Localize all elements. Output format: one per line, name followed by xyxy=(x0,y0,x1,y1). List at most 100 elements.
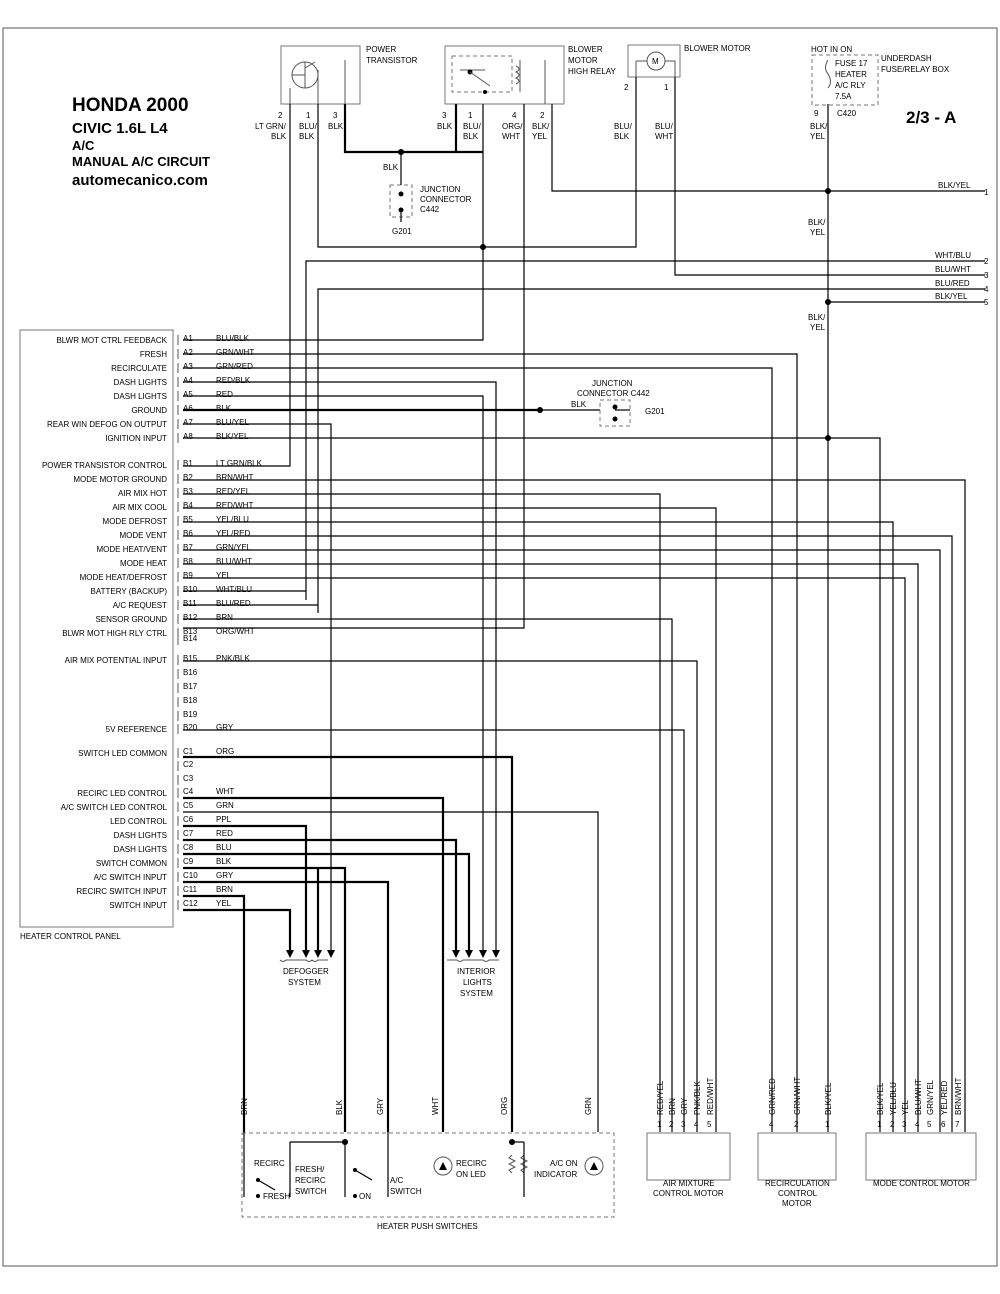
panel-pin-label: FRESH xyxy=(140,350,167,359)
motor-pin-number: 1 xyxy=(877,1120,882,1129)
pt-pin-1: 1 xyxy=(306,111,311,120)
pt-wire-2b: BLK xyxy=(271,132,287,141)
panel-pin-id: C5 xyxy=(183,801,194,810)
motor-pin-number: 1 xyxy=(825,1120,830,1129)
panel-pin-id: B12 xyxy=(183,613,198,622)
motor-pin-number: 2 xyxy=(890,1120,895,1129)
title-system: A/C xyxy=(72,138,95,153)
push-switch-wire-label: BLK xyxy=(335,1099,344,1115)
hr-pin-1: 1 xyxy=(468,111,473,120)
panel-pin-id: B3 xyxy=(183,487,193,496)
heater-push-switches: HEATER PUSH SWITCHES RECIRC FRESH FRESH/… xyxy=(241,1132,615,1231)
motor-wire-label: BLK/YEL xyxy=(876,1082,885,1115)
bm-wire-1b: WHT xyxy=(655,132,673,141)
panel-pin-label: REAR WIN DEFOG ON OUTPUT xyxy=(47,420,167,429)
panel-pin-label: AIR MIX HOT xyxy=(118,489,167,498)
arrowheads xyxy=(286,950,500,958)
ac-switch-label2: SWITCH xyxy=(390,1187,422,1196)
junction-mid-ground: G201 xyxy=(645,407,665,416)
panel-pin-label: SWITCH COMMON xyxy=(96,859,167,868)
bm-wire-1a: BLU/ xyxy=(655,122,674,131)
panel-pin-wire: PNK/BLK xyxy=(216,654,250,663)
panel-pin-wire: YEL/BLU xyxy=(216,515,249,524)
panel-pin-wire: YEL xyxy=(216,571,232,580)
panel-pin-wire: RED/WHT xyxy=(216,501,253,510)
junction-mid-label2: CONNECTOR C442 xyxy=(577,389,650,398)
motor-pin-number: 4 xyxy=(915,1120,920,1129)
panel-pin-label: POWER TRANSISTOR CONTROL xyxy=(42,461,168,470)
bm-pin-2: 2 xyxy=(624,83,629,92)
motor-wire-label: BRN/WHT xyxy=(954,1078,963,1115)
motor-wire-label: YEL xyxy=(901,1099,910,1115)
panel-pin-id: A4 xyxy=(183,376,193,385)
right-lead-2-label: WHT/BLU xyxy=(935,251,971,260)
bm-wire-2a: BLU/ xyxy=(614,122,633,131)
motor-wire-label: BLU/WHT xyxy=(914,1079,923,1115)
panel-pin-wire: RED/YEL xyxy=(216,487,251,496)
pt-wire-1a: BLU/ xyxy=(299,122,318,131)
push-switch-wire-label: GRN xyxy=(584,1097,593,1115)
air-mix-motor-label1: AIR MIXTURE xyxy=(663,1179,715,1188)
motor-pin-number: 2 xyxy=(794,1120,799,1129)
panel-pin-id: C2 xyxy=(183,760,194,769)
panel-pin-id: A3 xyxy=(183,362,193,371)
fresh-recirc-1: FRESH/ xyxy=(295,1165,325,1174)
panel-pin-id: B4 xyxy=(183,501,193,510)
mode-control-motor: MODE CONTROL MOTOR xyxy=(865,1132,977,1188)
panel-pin-wire: WHT/BLU xyxy=(216,585,252,594)
motor-pin-number: 4 xyxy=(769,1120,774,1129)
motor-pin-labels: 1RED/YEL2BRN3GRY4PNK/BLK5RED/WHT4GRN/RED… xyxy=(656,1077,963,1129)
junction-mid-wire: BLK xyxy=(571,400,587,409)
panel-pin-label: SWITCH LED COMMON xyxy=(78,749,167,758)
panel-pin-id: A7 xyxy=(183,418,193,427)
defogger-system: DEFOGGER SYSTEM xyxy=(279,959,329,987)
panel-pin-id: B9 xyxy=(183,571,193,580)
recirc-motor-label1: RECIRCULATION xyxy=(765,1179,830,1188)
panel-pin-wire: BRN xyxy=(216,613,233,622)
panel-pin-label: SENSOR GROUND xyxy=(95,615,167,624)
motor-pin-number: 7 xyxy=(955,1120,960,1129)
panel-pin-label: DASH LIGHTS xyxy=(114,378,167,387)
fuse-17: HOT IN ON FUSE 17 HEATER A/C RLY 7.5A UN… xyxy=(811,45,950,106)
hr-wire-2b: YEL xyxy=(532,132,548,141)
junction-connector-top: BLK JUNCTION CONNECTOR C442 G201 xyxy=(383,163,472,236)
on-label: ON xyxy=(359,1192,371,1201)
fresh-recirc-3: SWITCH xyxy=(295,1187,327,1196)
right-lead-2-num: 2 xyxy=(984,257,989,266)
panel-pin-wire: GRY xyxy=(216,723,234,732)
right-lead-4-label: BLU/RED xyxy=(935,279,970,288)
interior-label1: INTERIOR xyxy=(457,967,495,976)
junction-top-ground: G201 xyxy=(392,227,412,236)
panel-pin-id: C4 xyxy=(183,787,194,796)
fuse-wire-a: BLK/ xyxy=(810,122,828,131)
panel-pin-wire: GRN xyxy=(216,801,234,810)
panel-pin-label: RECIRC SWITCH INPUT xyxy=(76,887,167,896)
panel-pin-label: IGNITION INPUT xyxy=(105,434,167,443)
recirc-motor-label3: MOTOR xyxy=(782,1199,812,1208)
fuse-connector: C420 xyxy=(837,109,857,118)
panel-pin-id: A5 xyxy=(183,390,193,399)
panel-pin-label: 5V REFERENCE xyxy=(106,725,167,734)
hr-wire-1b: BLK xyxy=(463,132,479,141)
panel-pin-label: RECIRC LED CONTROL xyxy=(77,789,167,798)
panel-pin-wire: RED xyxy=(216,829,233,838)
panel-pin-label: A/C REQUEST xyxy=(113,601,167,610)
panel-pin-id: C3 xyxy=(183,774,194,783)
panel-pin-id: C7 xyxy=(183,829,194,838)
panel-pin-label: LED CONTROL xyxy=(110,817,167,826)
junction-mid-label1: JUNCTION xyxy=(592,379,633,388)
panel-pin-label: MODE HEAT/DEFROST xyxy=(80,573,168,582)
fuse-box-label1: UNDERDASH xyxy=(881,54,932,63)
panel-pin-id: B10 xyxy=(183,585,198,594)
panel-pin-label: DASH LIGHTS xyxy=(114,392,167,401)
panel-pin-id: B19 xyxy=(183,710,198,719)
panel-pin-wire: RED/BLK xyxy=(216,376,251,385)
motor-pin-number: 6 xyxy=(941,1120,946,1129)
panel-pin-wire: BLU/YEL xyxy=(216,418,249,427)
hr-pin-3: 3 xyxy=(442,111,447,120)
panel-pin-id: B1 xyxy=(183,459,193,468)
motor-wire-label: GRN/WHT xyxy=(793,1077,802,1115)
hr-wire-2a: BLK/ xyxy=(532,122,550,131)
push-switch-wire-label: ORG xyxy=(500,1097,509,1115)
